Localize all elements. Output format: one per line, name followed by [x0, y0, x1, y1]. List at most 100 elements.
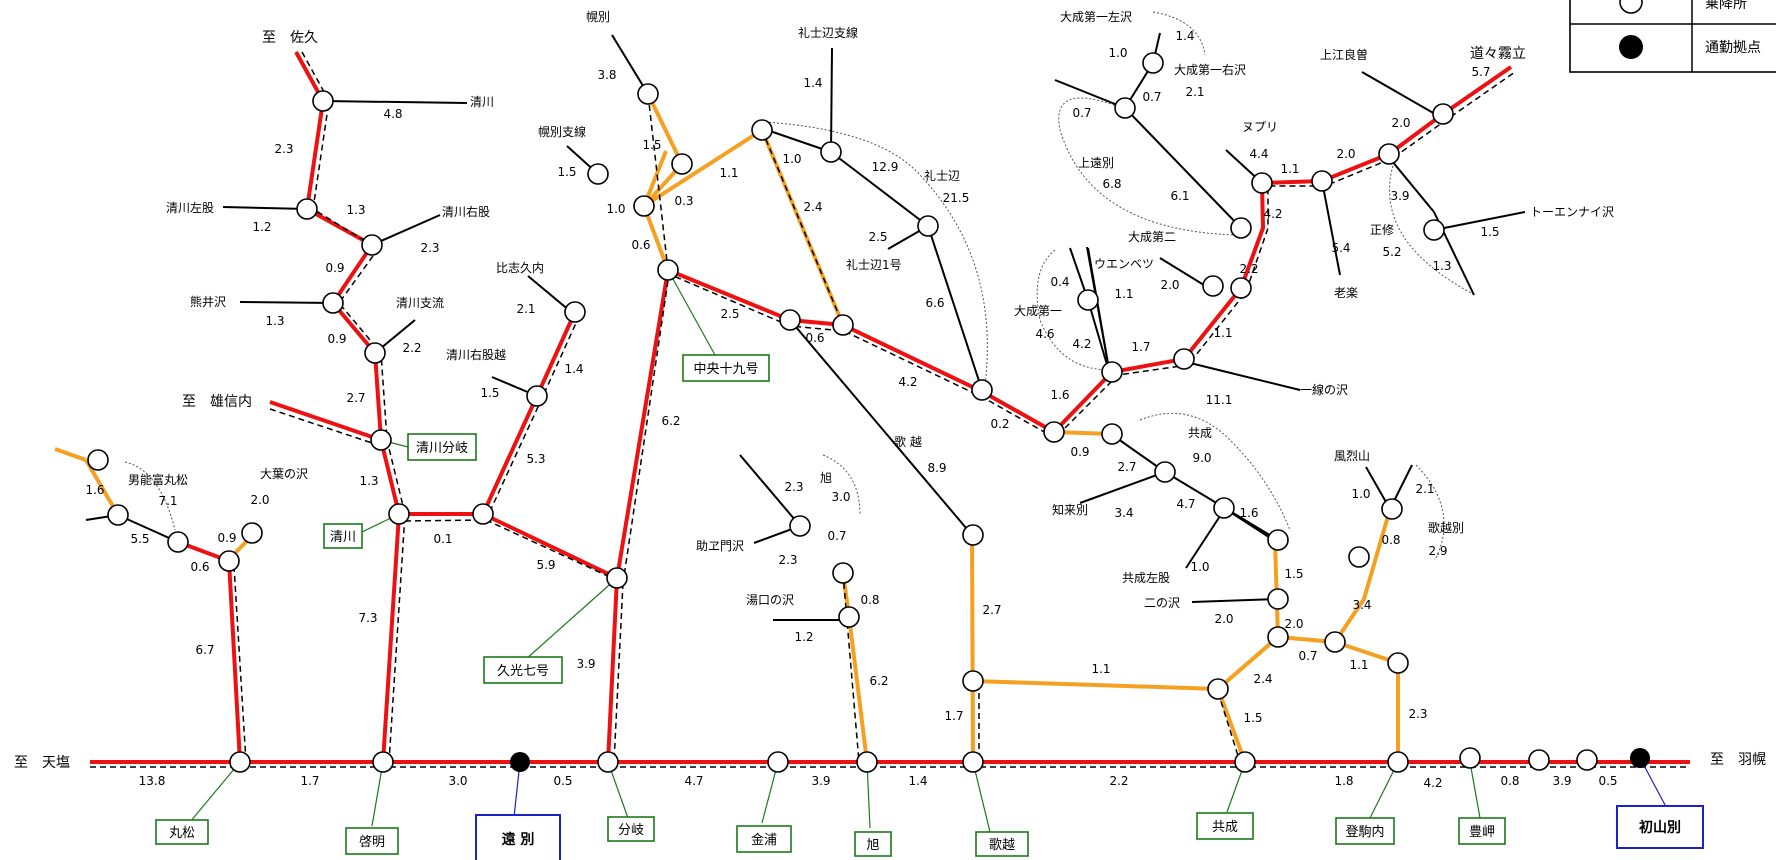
dist-main-5: 3.9 — [811, 774, 830, 788]
dist-asahi-2: 0.7 — [827, 529, 846, 543]
distance-labels: 13.8 1.7 3.0 0.5 4.7 3.9 1.4 2.2 1.8 4.2… — [85, 29, 1617, 790]
dist-main-7: 2.2 — [1109, 774, 1128, 788]
dist-marumatsu-1: 7.1 — [158, 494, 177, 508]
place-ninosawa: 二の沢 — [1144, 596, 1180, 610]
dist-chuo-7: 0.2 — [990, 417, 1009, 431]
dist-taisei-14: 0.9 — [1070, 445, 1089, 459]
dist-taisei-12: 1.7 — [1131, 340, 1150, 354]
dist-kiyokawa-5: 0.9 — [325, 261, 344, 275]
place-sukeemonzawa: 助ヱ門沢 — [696, 539, 744, 553]
dist-fuuretsu-1: 2.1 — [1415, 482, 1434, 496]
dist-taisei-25: 3.9 — [1390, 189, 1409, 203]
station-tokomanai: 登駒内 — [1345, 824, 1384, 840]
place-kumaizawa: 熊井沢 — [190, 294, 226, 309]
dist-horobetsu-6: 1.1 — [719, 166, 738, 180]
dist-kiyokawa-3: 1.2 — [252, 220, 271, 234]
dist-horobetsu-0: 3.8 — [597, 68, 616, 82]
dist-main-8: 1.8 — [1334, 774, 1353, 788]
place-taisei-dai1: 大成第一 — [1014, 304, 1062, 318]
place-touennaizawa: トーエンナイ沢 — [1530, 205, 1614, 219]
dist-asahi-1: 3.0 — [831, 490, 850, 504]
parallel-dashed-lines — [90, 51, 1690, 768]
hub-nodes — [510, 748, 1650, 772]
place-fuuretsuzan: 風烈山 — [1334, 449, 1370, 463]
dist-kyosei-11: 1.5 — [1243, 711, 1262, 725]
dist-taisei-28: 1.3 — [1432, 259, 1451, 273]
place-hishikunai: 比志久内 — [496, 261, 544, 275]
station-kanaura: 金浦 — [751, 832, 777, 848]
place-kiyokawa-sakamata: 清川左股 — [166, 200, 214, 215]
dist-kiyokawa-7: 0.9 — [327, 332, 346, 346]
place-uenbetsu: ウエンベツ — [1094, 257, 1154, 271]
place-reishibe-1go: 礼士辺1号 — [846, 257, 902, 272]
place-taisei-migisawa: 大成第一右沢 — [1174, 62, 1246, 77]
place-chirabetsu: 知来別 — [1052, 503, 1088, 517]
dist-fuuretsu-5: 1.1 — [1349, 658, 1368, 672]
direction-yushinnai: 至 雄信内 — [182, 394, 252, 410]
annotation-arcs — [124, 11, 1476, 561]
dist-chuo-1: 2.5 — [868, 230, 887, 244]
dist-chuo-3: 0.6 — [805, 331, 824, 345]
dist-hishikunai-5: 3.9 — [576, 657, 595, 671]
place-kamitobetsu: 上遠別 — [1078, 156, 1114, 170]
main-roads — [90, 51, 1690, 764]
dist-fuuretsu-6: 2.3 — [1408, 707, 1427, 721]
dist-kiyokawa-12: 0.1 — [433, 532, 452, 546]
dist-horobetsu-8: 1.4 — [803, 76, 822, 90]
route-nodes — [87, 52, 1598, 773]
dist-taisei-5: 6.8 — [1102, 177, 1121, 191]
dist-main-6: 1.4 — [908, 774, 927, 788]
dist-main-0: 13.8 — [139, 774, 166, 788]
station-kyosei: 共成 — [1212, 820, 1238, 835]
direction-dodokiritatsu: 道々霧立 — [1470, 46, 1526, 62]
dist-main-10: 0.8 — [1500, 774, 1519, 788]
dist-taisei-9: 2.0 — [1160, 278, 1179, 292]
place-taisei-ichisawa: 大成第一左沢 — [1060, 9, 1132, 24]
open-circle-icon — [1619, 0, 1643, 14]
dist-kyosei-6: 1.5 — [1284, 567, 1303, 581]
dist-asahi-3: 2.3 — [778, 553, 797, 567]
station-asahi: 旭 — [866, 838, 879, 853]
dist-kyosei-3: 4.7 — [1176, 497, 1195, 511]
dist-hishikunai-3: 5.3 — [526, 452, 545, 466]
dist-horobetsu-5: 0.6 — [631, 238, 650, 252]
dist-taisei-13: 1.6 — [1050, 388, 1069, 402]
dist-kyosei-8: 2.0 — [1284, 617, 1303, 631]
place-horobetsu: 幌別 — [586, 9, 610, 24]
dist-taisei-20: 1.1 — [1280, 162, 1299, 176]
legend: 乗降所 通勤拠点 — [1569, 0, 1776, 73]
dist-taisei-4: 0.7 — [1072, 106, 1091, 120]
dist-kyosei-7: 2.0 — [1214, 612, 1233, 626]
place-kiyokawa-top: 清川 — [470, 95, 494, 109]
place-asahi-top: 旭 — [820, 471, 832, 485]
dist-taisei-18: 4.2 — [1263, 207, 1282, 221]
dist-taisei-3: 2.1 — [1185, 85, 1204, 99]
dist-horobetsu-3: 1.0 — [606, 202, 625, 216]
dist-main-1: 1.7 — [300, 774, 319, 788]
dist-taisei-7: 0.4 — [1050, 275, 1069, 289]
dist-taisei-8: 1.1 — [1114, 287, 1133, 301]
dist-taisei-19: 4.4 — [1249, 147, 1268, 161]
dist-kyosei-2: 3.4 — [1114, 506, 1133, 520]
dist-kyosei-10: 2.4 — [1253, 672, 1272, 686]
place-labels: 清川 清川左股 清川右股 熊井沢 清川支流 清川右股越 比志久内 幌別 幌別支線… — [128, 9, 1614, 610]
dist-horobetsu-2: 1.5 — [557, 165, 576, 179]
direction-saku: 至 佐久 — [262, 30, 318, 46]
station-chuo19: 中央十九号 — [693, 362, 758, 377]
place-oobanosawa: 大葉の沢 — [260, 467, 308, 481]
dist-kyosei-4: 1.6 — [1239, 506, 1258, 520]
place-yunokuchi: 湯口の沢 — [746, 593, 794, 607]
station-kiyokawa: 清川 — [330, 530, 356, 545]
station-enbetsu: 遠 別 — [502, 831, 535, 848]
place-kyosei-top: 共成 — [1188, 426, 1212, 440]
dist-kyosei-1: 9.0 — [1192, 451, 1211, 465]
dist-horobetsu-7: 1.0 — [782, 152, 801, 166]
station-houshin: 豊岬 — [1469, 825, 1495, 840]
station-keimei: 啓明 — [359, 835, 385, 850]
dist-taisei-10: 4.6 — [1035, 327, 1054, 341]
dist-taisei-22: 5.4 — [1331, 241, 1350, 255]
direction-teshio: 至 天塩 — [14, 755, 70, 771]
dist-asahi-5: 1.2 — [794, 630, 813, 644]
dist-hishikunai-1: 1.4 — [564, 362, 583, 376]
dist-chuo-4: 21.5 — [943, 191, 970, 205]
